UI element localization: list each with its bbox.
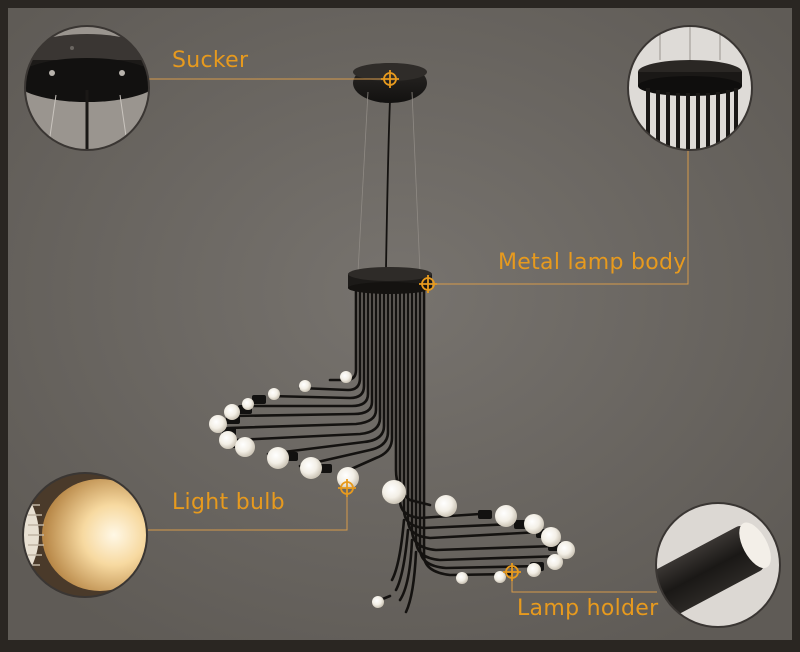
upper-arms	[226, 288, 394, 476]
lower-arms	[378, 288, 564, 614]
crosshair-marker-icon	[338, 70, 521, 581]
lamp-body-canopy	[348, 267, 432, 294]
detail-circle-sucker	[24, 25, 150, 151]
detail-circle-lamp-holder	[655, 502, 781, 628]
suspension-wires	[357, 91, 421, 273]
light-bulbs	[209, 371, 575, 608]
callout-label-lamp-holder: Lamp holder	[517, 596, 659, 621]
callout-label-sucker: Sucker	[172, 48, 249, 73]
detail-circle-light-bulb	[22, 472, 148, 598]
callout-label-light-bulb: Light bulb	[172, 490, 285, 515]
power-cord	[385, 99, 391, 269]
callout-label-metal-lamp-body: Metal lamp body	[498, 250, 687, 275]
detail-circle-metal-lamp-body	[627, 25, 753, 151]
